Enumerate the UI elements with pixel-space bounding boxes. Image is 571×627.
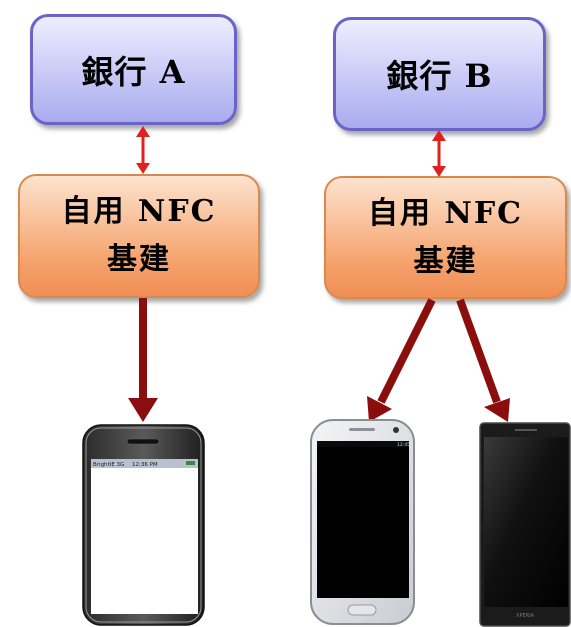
infra-b-line2: 基建 <box>413 243 478 279</box>
infra-a-line2: 基建 <box>107 242 171 277</box>
phone-a-icon: BrightIE 3G 12:36 PM <box>82 424 205 626</box>
phone-b1-time: 12:45 <box>397 442 410 448</box>
infra-b-line1: 自用 NFC <box>367 195 524 231</box>
phone-a-carrier: BrightIE 3G <box>93 462 124 468</box>
bank-a-box: 銀行 A <box>30 14 237 125</box>
infra-a-box: 自用 NFC 基建 <box>18 174 260 298</box>
infra-b-box: 自用 NFC 基建 <box>324 176 567 299</box>
flow-arrow-a <box>128 298 158 422</box>
flow-arrow-b1 <box>367 298 436 422</box>
link-arrow-b <box>432 130 446 177</box>
bank-b-box: 銀行 B <box>333 17 546 131</box>
phone-b2-brand: XPERIA <box>516 613 535 619</box>
flow-arrow-b2 <box>456 298 510 422</box>
bank-a-label: 銀行 A <box>81 52 186 91</box>
infra-a-line1: 自用 NFC <box>61 194 217 229</box>
phone-b1-icon: 12:45 <box>310 419 415 625</box>
phone-b2-icon: XPERIA <box>479 422 571 627</box>
bank-b-label: 銀行 B <box>386 57 493 95</box>
phone-a-time: 12:36 PM <box>132 462 158 468</box>
link-arrow-a <box>136 126 150 174</box>
